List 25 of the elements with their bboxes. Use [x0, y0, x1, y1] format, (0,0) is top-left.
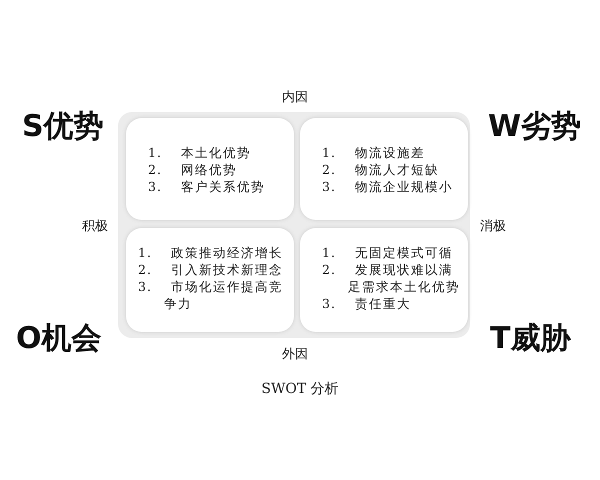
list-item: 2. 发展现状难以满足需求本土化优势: [322, 261, 460, 295]
quadrant-box: [300, 118, 468, 220]
list-item: 2. 物流人才短缺: [322, 161, 440, 178]
quadrant-heading: S优势: [22, 108, 104, 146]
quadrant-box: [126, 118, 294, 220]
caption: SWOT 分析: [260, 380, 340, 398]
list-item: 3. 客户关系优势: [148, 178, 266, 195]
axis-label: 内因: [282, 89, 308, 106]
axis-label: 外因: [282, 346, 308, 363]
list-item: 1. 物流设施差: [322, 144, 426, 161]
list-item: 3. 物流企业规模小: [322, 178, 454, 195]
list-item: 1. 无固定模式可循: [322, 244, 454, 261]
list-item: 1. 政策推动经济增长: [138, 244, 284, 261]
quadrant-heading: W劣势: [488, 108, 582, 146]
quadrant-heading: T威胁: [490, 320, 570, 358]
list-item: 2. 网络优势: [148, 161, 238, 178]
list-item: 2. 引入新技术新理念: [138, 261, 284, 278]
quadrant-box: [126, 228, 294, 332]
axis-label: 消极: [480, 218, 506, 235]
axis-label: 积极: [82, 218, 108, 235]
list-item: 3. 责任重大: [322, 295, 412, 312]
quadrant-heading: O机会: [16, 320, 102, 358]
list-item: 3. 市场化运作提高竞争力: [138, 278, 284, 312]
quadrant-box: [300, 228, 468, 332]
list-item: 1. 本土化优势: [148, 144, 252, 161]
